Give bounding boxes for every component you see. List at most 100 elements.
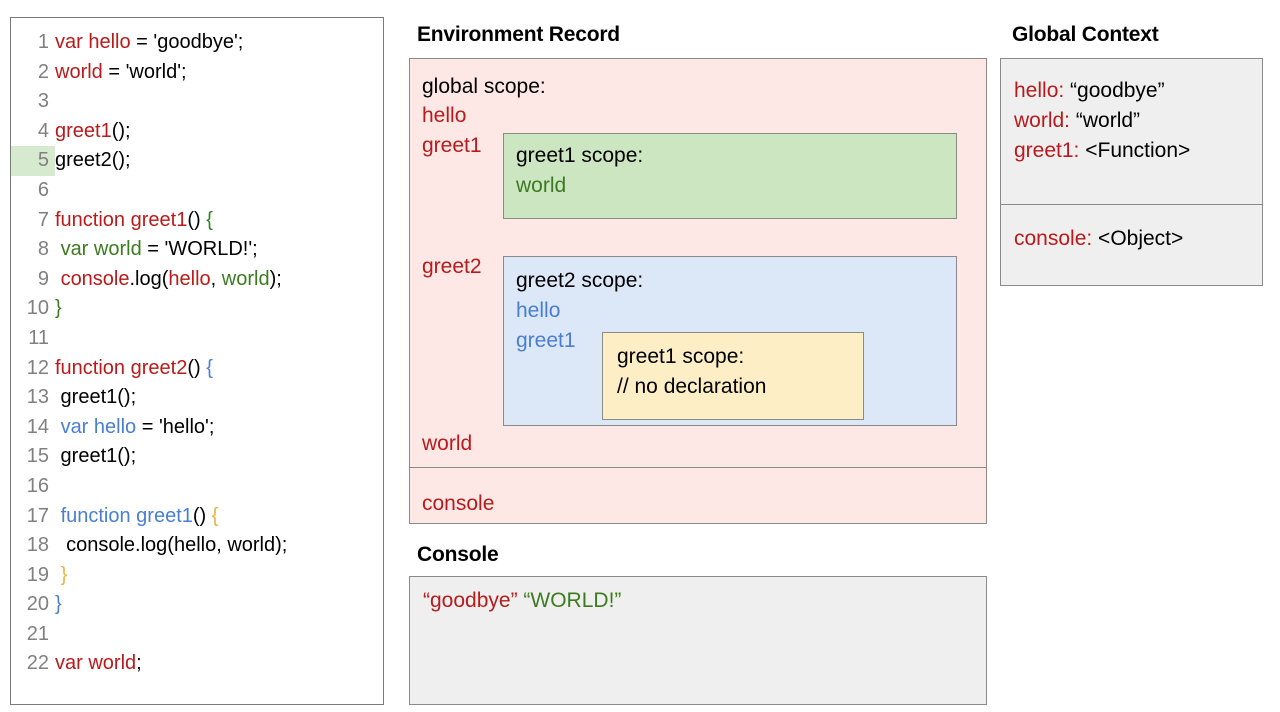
- code-line-number: 6: [37, 178, 49, 201]
- code-line[interactable]: 8 var world = 'WORLD!';: [11, 235, 383, 265]
- global-context-panel: hello: “goodbye” world: “world” greet1: …: [1000, 58, 1263, 286]
- code-token: {: [206, 356, 213, 379]
- code-token: function greet1: [55, 208, 188, 231]
- code-line-number: 14: [26, 415, 49, 438]
- code-token: greet1();: [55, 445, 137, 468]
- code-token: console: [60, 267, 130, 290]
- global-context-value: “goodbye”: [1064, 79, 1165, 102]
- code-token: }: [55, 297, 62, 320]
- code-token: ();: [111, 119, 131, 142]
- greet1-scope-heading: greet1 scope:: [516, 144, 644, 167]
- global-binding-greet2: greet2: [422, 255, 482, 278]
- code-token: console.log(hello, world);: [55, 534, 288, 557]
- code-line-text: greet1();: [55, 117, 131, 147]
- code-line-number: 13: [26, 386, 49, 409]
- code-line[interactable]: 14 var hello = 'hello';: [11, 413, 383, 443]
- code-line-number: 18: [26, 534, 49, 557]
- code-line-text: }: [55, 561, 68, 591]
- code-token: greet1: [55, 119, 112, 142]
- code-line-number: 16: [26, 474, 49, 497]
- code-token: function greet2: [55, 356, 188, 379]
- code-line-number: 21: [26, 622, 49, 645]
- code-line[interactable]: 17 function greet1() {: [11, 502, 383, 532]
- object-binding-console: console: [422, 492, 495, 515]
- global-binding-hello: hello: [422, 104, 467, 127]
- code-token: function greet1: [60, 504, 193, 527]
- code-line-text: var hello = 'hello';: [55, 413, 215, 443]
- code-token: );: [269, 267, 282, 290]
- code-line[interactable]: 1 var hello = 'goodbye';: [11, 28, 383, 58]
- code-line-text: greet1();: [55, 383, 137, 413]
- greet2-scope-heading: greet2 scope:: [516, 269, 644, 292]
- code-line-text: function greet1() {: [55, 502, 219, 532]
- code-line[interactable]: 6: [11, 176, 383, 206]
- code-token: (): [192, 504, 212, 527]
- greet1-nested-scope-box: greet1 scope: // no declaration: [602, 332, 864, 420]
- code-token: {: [211, 504, 219, 527]
- code-line-number: 22: [26, 652, 49, 675]
- code-line-number: 8: [37, 238, 49, 261]
- code-line[interactable]: 12 function greet2() {: [11, 354, 383, 384]
- console-output-line: “goodbye” “WORLD!”: [423, 589, 621, 613]
- code-line[interactable]: 10}: [11, 294, 383, 324]
- console-panel: “goodbye” “WORLD!”: [409, 576, 987, 705]
- global-context-key: world:: [1014, 109, 1071, 132]
- code-line[interactable]: 13 greet1();: [11, 383, 383, 413]
- code-line-text: var world = 'WORLD!';: [55, 235, 258, 265]
- code-editor-panel[interactable]: 1 var hello = 'goodbye'; 2 world = 'world';…: [10, 17, 384, 705]
- code-token: hello: [168, 267, 211, 290]
- greet2-binding-hello: hello: [516, 299, 561, 322]
- code-line[interactable]: 19 }: [11, 561, 383, 591]
- global-context-row: greet1: <Function>: [1014, 139, 1190, 163]
- code-line-text: console.log(hello, world);: [55, 531, 287, 561]
- greet1-nested-scope-note: // no declaration: [617, 375, 767, 398]
- global-context-variables-region: hello: “goodbye” world: “world” greet1: …: [1001, 59, 1262, 205]
- code-token: = 'hello';: [136, 415, 215, 438]
- global-context-value: “world”: [1070, 109, 1141, 132]
- code-line[interactable]: 3: [11, 87, 383, 117]
- code-line-number: 2: [37, 60, 49, 83]
- global-context-key: hello:: [1014, 79, 1065, 102]
- global-context-title: Global Context: [1012, 23, 1159, 46]
- code-token: = 'goodbye';: [130, 31, 244, 53]
- code-token: .log(: [129, 267, 169, 290]
- code-line-number: 15: [26, 445, 49, 468]
- code-line[interactable]: 15 greet1();: [11, 442, 383, 472]
- code-line-text: world = 'world';: [55, 58, 187, 88]
- code-line-number: 9: [37, 267, 49, 290]
- code-line-number: 7: [37, 208, 49, 231]
- code-line[interactable]: 9 console.log(hello, world);: [11, 265, 383, 295]
- code-line[interactable]: 16: [11, 472, 383, 502]
- code-token: (): [187, 356, 207, 379]
- code-line[interactable]: 11: [11, 324, 383, 354]
- code-line-list: 1 var hello = 'goodbye'; 2 world = 'world';…: [11, 28, 383, 679]
- code-line-number: 1: [37, 31, 49, 53]
- code-line-number: 20: [26, 593, 49, 616]
- code-line-text: }: [55, 294, 62, 324]
- code-token: var hello: [60, 415, 137, 438]
- greet1-binding-world: world: [516, 174, 567, 197]
- code-token: world: [221, 267, 270, 290]
- code-line[interactable]: 18 console.log(hello, world);: [11, 531, 383, 561]
- code-line[interactable]: 21: [11, 620, 383, 650]
- global-context-row: world: “world”: [1014, 109, 1140, 133]
- code-line-number: 17: [26, 504, 49, 527]
- code-line-text: var hello = 'goodbye';: [55, 28, 243, 58]
- code-token: (): [187, 208, 207, 231]
- code-line-text: }: [55, 590, 62, 620]
- code-line-number: 12: [26, 356, 49, 379]
- global-binding-greet1: greet1: [422, 134, 482, 157]
- code-line[interactable]: 20}: [11, 590, 383, 620]
- code-token: greet1();: [55, 386, 137, 409]
- code-line-text: function greet2() {: [55, 354, 213, 384]
- code-line[interactable]: 2 world = 'world';: [11, 58, 383, 88]
- code-line-number: 19: [26, 563, 49, 586]
- code-token: }: [60, 563, 68, 586]
- console-output-token: “goodbye”: [423, 589, 518, 612]
- code-token: world: [55, 60, 103, 83]
- global-binding-world: world: [422, 432, 473, 455]
